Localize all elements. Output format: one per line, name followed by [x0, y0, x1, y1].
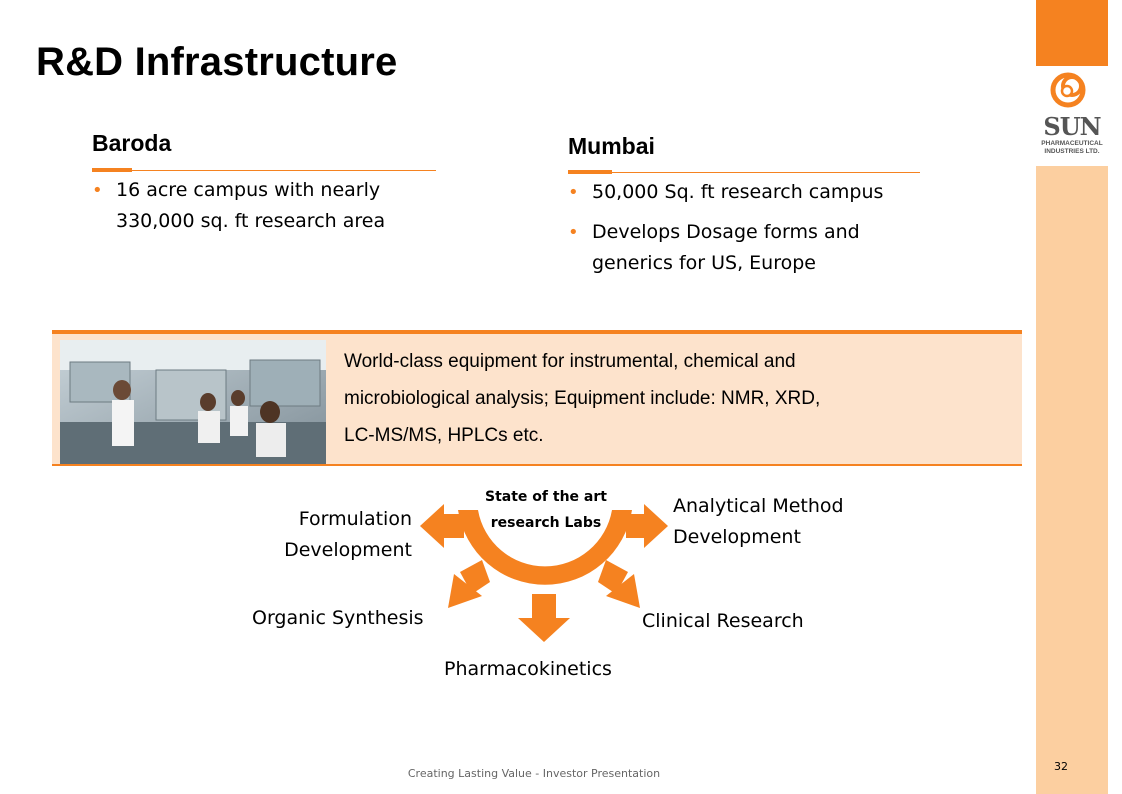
mumbai-bullet-1-line-1: 50,000 Sq. ft research campus — [592, 181, 884, 203]
center-label: State of the art research Labs — [460, 484, 632, 536]
lab-photo — [60, 340, 326, 464]
analytical-line-1: Analytical Method — [673, 495, 844, 517]
list-item: • Develops Dosage forms and generics for… — [568, 217, 948, 279]
center-label-line-1: State of the art — [485, 489, 607, 505]
organic-synthesis-label: Organic Synthesis — [252, 607, 424, 629]
mumbai-bullets: • 50,000 Sq. ft research campus • Develo… — [568, 177, 948, 288]
baroda-divider-mark — [92, 168, 132, 172]
pharmacokinetics-label: Pharmacokinetics — [444, 658, 612, 680]
page-number: 32 — [1054, 760, 1068, 773]
side-accent-block — [1036, 0, 1108, 66]
analytical-line-2: Development — [673, 526, 801, 548]
mumbai-bullet-2-line-2: generics for US, Europe — [592, 252, 816, 274]
company-logo: SUN PHARMACEUTICAL INDUSTRIES LTD. — [1036, 68, 1108, 160]
arrow-analytical-icon — [644, 504, 668, 548]
arrow-pharmacokinetics-icon — [518, 618, 570, 642]
baroda-divider — [92, 170, 436, 171]
formulation-label: Formulation Development — [240, 504, 412, 566]
analytical-label: Analytical Method Development — [673, 491, 893, 553]
logo-line-1: PHARMACEUTICAL — [1041, 140, 1103, 147]
equipment-description: World-class equipment for instrumental, … — [344, 343, 984, 454]
labs-gear-diagram — [420, 504, 668, 642]
formulation-line-1: Formulation — [298, 508, 412, 530]
arrow-formulation-icon — [420, 504, 444, 548]
bullet-icon: • — [92, 180, 103, 201]
footer-text: Creating Lasting Value - Investor Presen… — [407, 767, 661, 780]
sun-logo-icon — [1050, 72, 1086, 108]
baroda-bullet-1-line-2: 330,000 sq. ft research area — [116, 210, 386, 232]
equipment-line-3: LC-MS/MS, HPLCs etc. — [344, 425, 544, 446]
equipment-line-2: microbiological analysis; Equipment incl… — [344, 388, 821, 409]
formulation-line-2: Development — [284, 539, 412, 561]
gear-ring-icon — [458, 510, 632, 585]
mumbai-heading: Mumbai — [568, 133, 655, 159]
logo-name: SUN — [1043, 112, 1101, 141]
lab-photo-icon — [60, 340, 326, 464]
mumbai-divider-mark — [568, 170, 612, 174]
center-label-line-2: research Labs — [490, 515, 602, 531]
baroda-bullet-1-line-1: 16 acre campus with nearly — [116, 179, 381, 201]
bullet-icon: • — [568, 182, 579, 203]
baroda-bullets: • 16 acre campus with nearly 330,000 sq.… — [92, 175, 452, 246]
arrow-clinical-icon — [606, 574, 640, 608]
mumbai-divider — [568, 172, 920, 173]
bullet-icon: • — [568, 222, 579, 243]
logo-line-2: INDUSTRIES LTD. — [1044, 148, 1100, 155]
mumbai-bullet-2-line-1: Develops Dosage forms and — [592, 221, 860, 243]
arrow-organic-icon — [448, 574, 482, 608]
list-item: • 50,000 Sq. ft research campus — [568, 177, 948, 208]
page-title: R&D Infrastructure — [36, 40, 398, 84]
equipment-line-1: World-class equipment for instrumental, … — [344, 351, 796, 372]
side-accent-strip — [1036, 166, 1108, 794]
clinical-research-label: Clinical Research — [642, 610, 804, 632]
list-item: • 16 acre campus with nearly 330,000 sq.… — [92, 175, 452, 237]
baroda-heading: Baroda — [92, 130, 172, 156]
